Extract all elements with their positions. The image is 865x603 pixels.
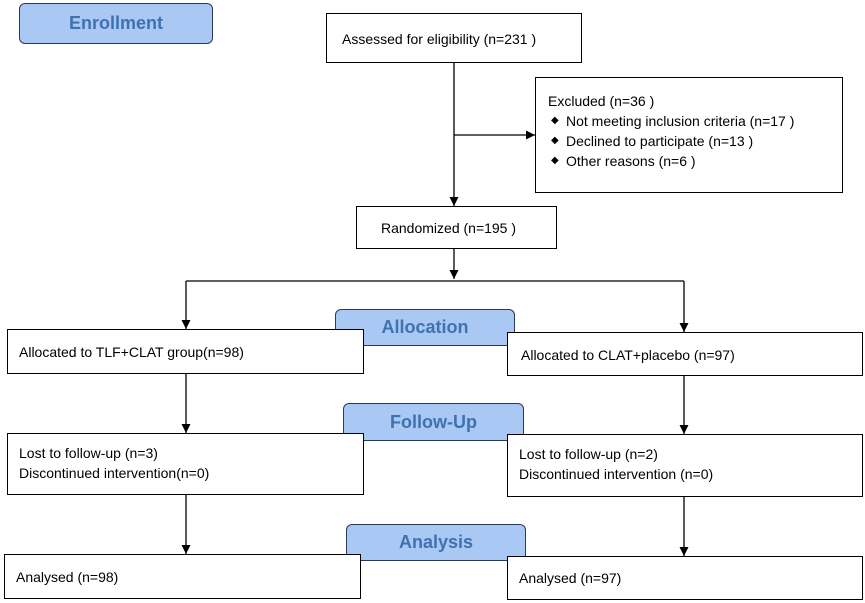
- right-analysed-box: Analysed (n=97): [507, 556, 863, 600]
- assessed-box: Assessed for eligibility (n=231 ): [326, 13, 582, 63]
- left-allocated-box: Allocated to TLF+CLAT group(n=98): [7, 329, 364, 374]
- randomized-label: Randomized (n=195 ): [381, 220, 517, 236]
- bullet-diamond-icon: ◆: [551, 115, 559, 126]
- bullet-diamond-icon: ◆: [551, 135, 559, 146]
- excluded-box: Excluded (n=36 ) ◆Not meeting inclusion …: [535, 77, 843, 193]
- right-followup-box: Lost to follow-up (n=2) Discontinued int…: [507, 434, 863, 497]
- right-analysed-label: Analysed (n=97): [519, 570, 622, 586]
- right-allocated-label: Allocated to CLAT+placebo (n=97): [521, 347, 735, 363]
- left-allocated-label: Allocated to TLF+CLAT group(n=98): [19, 344, 244, 360]
- excluded-title: Excluded (n=36 ): [548, 93, 655, 109]
- excluded-reason: ◆Other reasons (n=6 ): [551, 153, 696, 169]
- left-analysed-label: Analysed (n=98): [16, 569, 119, 585]
- excluded-reason: ◆Declined to participate (n=13 ): [551, 133, 754, 149]
- right-discontinued-label: Discontinued intervention (n=0): [519, 466, 714, 482]
- left-lost-label: Lost to follow-up (n=3): [19, 445, 158, 461]
- left-discontinued-label: Discontinued intervention(n=0): [19, 465, 210, 481]
- bullet-diamond-icon: ◆: [551, 155, 559, 166]
- excluded-reasons: ◆Not meeting inclusion criteria (n=17 ) …: [548, 111, 842, 171]
- left-followup-box: Lost to follow-up (n=3) Discontinued int…: [7, 433, 364, 495]
- right-allocated-box: Allocated to CLAT+placebo (n=97): [507, 332, 863, 376]
- phase-analysis: Analysis: [346, 524, 526, 561]
- right-lost-label: Lost to follow-up (n=2): [519, 446, 658, 462]
- randomized-box: Randomized (n=195 ): [356, 206, 557, 249]
- excluded-reason: ◆Not meeting inclusion criteria (n=17 ): [551, 113, 795, 129]
- assessed-label: Assessed for eligibility (n=231 ): [342, 31, 537, 47]
- phase-followup: Follow-Up: [343, 403, 524, 441]
- phase-enrollment: Enrollment: [19, 3, 213, 44]
- phase-allocation: Allocation: [335, 309, 515, 346]
- left-analysed-box: Analysed (n=98): [4, 554, 361, 599]
